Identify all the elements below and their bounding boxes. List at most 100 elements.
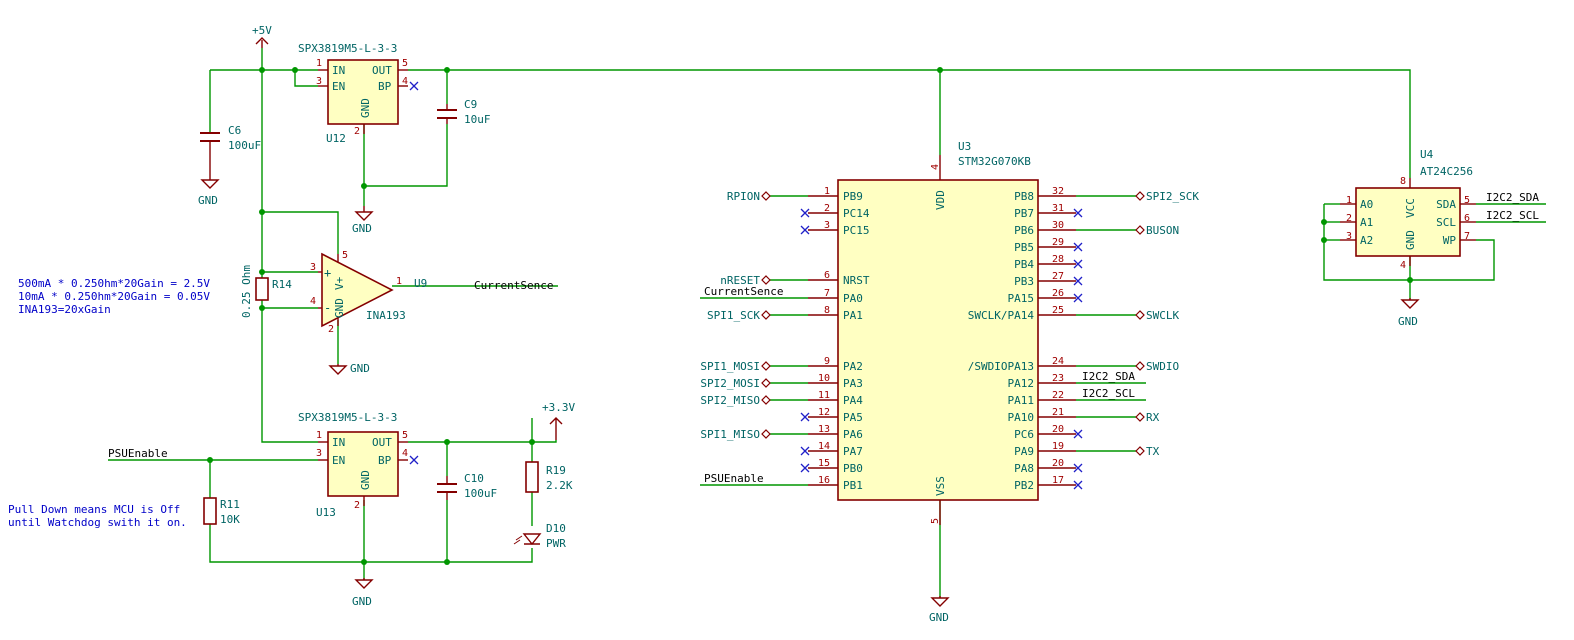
net-label-rpion: RPION: [727, 190, 760, 203]
svg-text:13: 13: [818, 424, 830, 435]
svg-text:A2: A2: [1360, 234, 1373, 247]
svg-text:+: +: [324, 266, 331, 280]
svg-text:10: 10: [818, 373, 830, 384]
svg-text:30: 30: [1052, 220, 1064, 231]
svg-text:GND: GND: [333, 298, 346, 318]
svg-text:11: 11: [818, 390, 830, 401]
svg-text:PA12: PA12: [1008, 377, 1035, 390]
svg-text:28: 28: [1052, 254, 1064, 265]
svg-text:PB1: PB1: [843, 479, 863, 492]
net-label-spi2_miso: SPI2_MISO: [700, 394, 760, 407]
net-label-currentsence: CurrentSence: [474, 279, 553, 292]
no-connect-mark: [800, 208, 810, 218]
svg-text:22: 22: [1052, 390, 1064, 401]
note-pulldown-2: until Watchdog swith it on.: [8, 516, 187, 529]
svg-text:PA4: PA4: [843, 394, 863, 407]
no-connect-mark: [1073, 463, 1083, 473]
svg-text:2: 2: [328, 324, 334, 335]
svg-text:27: 27: [1052, 271, 1064, 282]
u3-ref: U3: [958, 140, 971, 153]
svg-text:SDA: SDA: [1436, 198, 1456, 211]
svg-text:PA11: PA11: [1008, 394, 1035, 407]
svg-text:PB4: PB4: [1014, 258, 1034, 271]
u12-ref: U12: [326, 132, 346, 145]
svg-text:5: 5: [930, 518, 941, 524]
net-label-swclk: SWCLK: [1146, 309, 1179, 322]
no-connect-mark: [1073, 259, 1083, 269]
power-5v-label: +5V: [252, 24, 272, 37]
svg-text:GND: GND: [1404, 230, 1417, 250]
net-label-spi2_mosi: SPI2_MOSI: [700, 377, 760, 390]
svg-text:14: 14: [818, 441, 830, 452]
svg-text:7: 7: [1464, 231, 1470, 242]
net-label-spi2_sck: SPI2_SCK: [1146, 190, 1199, 203]
svg-text:R14: R14: [272, 278, 292, 291]
svg-text:16: 16: [818, 475, 830, 486]
svg-text:5: 5: [402, 58, 408, 69]
net-label-psuenable: PSUEnable: [108, 447, 168, 460]
svg-text:PA15: PA15: [1008, 292, 1035, 305]
r14-resistor: R14 0.25 Ohm: [240, 265, 292, 318]
svg-text:6: 6: [1464, 213, 1470, 224]
svg-text:2.2K: 2.2K: [546, 479, 573, 492]
u13-regulator: SPX3819M5-L-3-3 U13 IN EN OUT BP GND 1 3…: [298, 411, 419, 519]
gnd-symbol-u12: GND: [352, 206, 374, 235]
svg-text:17: 17: [1052, 475, 1064, 486]
u13-ref: U13: [316, 506, 336, 519]
svg-text:A0: A0: [1360, 198, 1373, 211]
r11-resistor: R11 10K: [203, 497, 240, 526]
svg-text:BP: BP: [378, 80, 392, 93]
svg-text:GND: GND: [1398, 315, 1418, 328]
gnd-symbol-u9: GND: [328, 362, 370, 375]
no-connect-mark: [1073, 293, 1083, 303]
svg-text:GND: GND: [929, 611, 949, 624]
power-3v3-label: +3.3V: [542, 401, 575, 414]
svg-text:R11: R11: [220, 498, 240, 511]
svg-text:5: 5: [342, 250, 348, 261]
svg-text:1: 1: [824, 186, 830, 197]
svg-text:PA10: PA10: [1008, 411, 1035, 424]
svg-text:GND: GND: [359, 98, 372, 118]
svg-text:GND: GND: [350, 362, 370, 375]
svg-text:4: 4: [930, 164, 941, 170]
gnd-symbol-u3: GND: [929, 596, 950, 624]
u13-part: SPX3819M5-L-3-3: [298, 411, 397, 424]
no-connect-mark: [1073, 480, 1083, 490]
u4-part: AT24C256: [1420, 165, 1473, 178]
svg-text:PA5: PA5: [843, 411, 863, 424]
svg-text:VDD: VDD: [934, 190, 947, 210]
svg-text:2: 2: [354, 126, 360, 137]
svg-text:IN: IN: [332, 436, 345, 449]
u9-current-amp: + - V+ GND 3 4 5 2 1 U9 INA193: [310, 250, 427, 335]
svg-text:2: 2: [1346, 213, 1352, 224]
svg-text:2: 2: [354, 500, 360, 511]
svg-text:4: 4: [402, 76, 408, 87]
no-connect-mark: [1073, 276, 1083, 286]
svg-text:10uF: 10uF: [464, 113, 491, 126]
note-calc-3: INA193=20xGain: [18, 303, 111, 316]
svg-text:D10: D10: [546, 522, 566, 535]
svg-text:GND: GND: [352, 595, 372, 608]
gnd-symbol-c6: GND: [198, 174, 220, 207]
svg-text:GND: GND: [198, 194, 218, 207]
svg-text:PA3: PA3: [843, 377, 863, 390]
u3-pin-pa4: 11 PA4 SPI2_MISO: [700, 390, 863, 407]
net-label-currentsence: CurrentSence: [704, 285, 783, 298]
gnd-symbol-u4: GND: [1398, 298, 1420, 328]
power-3v3: +3.3V: [532, 401, 575, 443]
svg-text:PB8: PB8: [1014, 190, 1034, 203]
svg-text:INA193: INA193: [366, 309, 406, 322]
